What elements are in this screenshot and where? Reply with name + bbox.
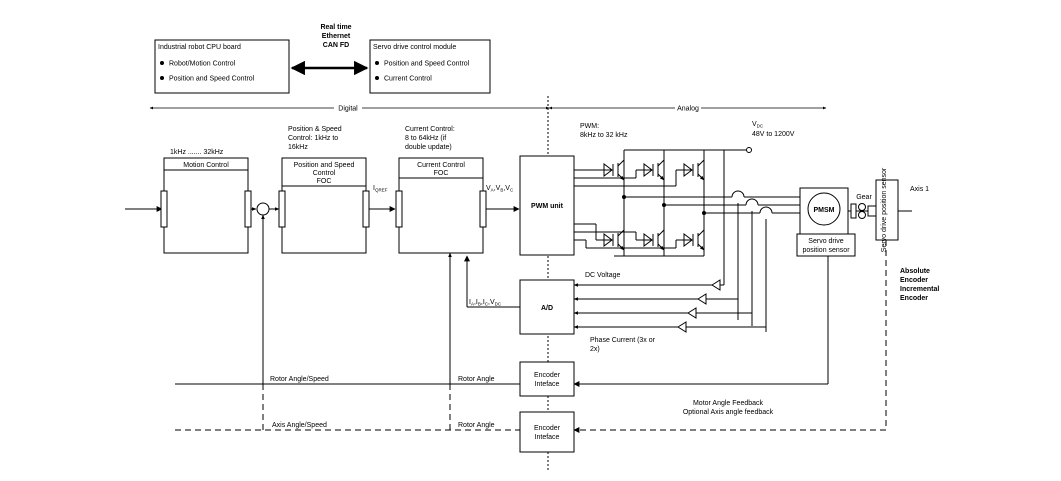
encoder1-line-2: Inteface — [535, 381, 560, 388]
vabc-label: VA,VB,VC — [486, 185, 514, 193]
encoder1-line-1: Encoder — [534, 372, 561, 379]
pwm-line-2: 8kHz to 32 kHz — [580, 132, 628, 139]
servo-module-item-1: Position and Speed Control — [384, 61, 470, 68]
sense-amplifiers — [573, 278, 767, 333]
switch-top-3 — [676, 159, 705, 181]
feedback-line-1: Motor Angle Feedback — [693, 400, 764, 407]
inverter-bridge — [574, 147, 805, 332]
current-control-block: Current Control FOC — [395, 157, 487, 254]
switch-top-2 — [636, 159, 665, 181]
encoder2-line-1: Encoder — [534, 425, 561, 432]
encoder-interface-1: Encoder Inteface — [519, 361, 575, 397]
network-line-1: Real time — [320, 24, 351, 31]
pwm-unit-label: PWM unit — [531, 203, 564, 210]
cpu-board-box: Industrial robot CPU board Robot/Motion … — [154, 39, 290, 94]
motion-control-title: Motion Control — [183, 162, 229, 169]
position-speed-desc-1: Position & Speed — [288, 126, 342, 133]
summing-junction — [256, 202, 270, 216]
motion-control-block: Motion Control — [160, 157, 252, 254]
cpu-board-item-2: Position and Speed Control — [169, 76, 255, 83]
position-speed-title-1: Position and Speed — [294, 162, 355, 169]
axis-sensor-label: Servo drive position sensor — [881, 167, 888, 252]
servo-position-sensor: Servo drive position sensor — [796, 233, 856, 257]
digital-range: Digital — [149, 103, 550, 113]
ad-converter-block: A/D — [519, 279, 575, 335]
pmsm-motor: PMSM — [799, 187, 849, 235]
position-speed-desc-3: 16kHz — [288, 144, 308, 151]
axis-angle-speed-label: Axis Angle/Speed — [272, 422, 327, 429]
axis-position-sensor: Servo drive position sensor — [875, 167, 899, 252]
position-speed-title-3: FOC — [317, 178, 332, 185]
current-control-title-1: Current Control — [417, 162, 465, 169]
switch-bottom-3 — [676, 229, 705, 251]
pwm-line-1: PWM: — [580, 123, 599, 130]
current-desc-1: Current Control: — [405, 126, 455, 133]
motion-freq: 1kHz ....... 32kHz — [170, 149, 224, 156]
phase-current-line-2: 2x) — [590, 346, 600, 353]
rotor-angle-speed-label: Rotor Angle/Speed — [270, 376, 329, 383]
encoder-interface-2: Encoder Inteface — [519, 411, 575, 453]
feedback-line-2: Optional Axis angle feedback — [683, 409, 774, 416]
iqref-label: IQREF — [373, 185, 388, 193]
iabc-label: IA,IB,IC,VDC — [469, 299, 502, 307]
network-label: Real time Ethernet CAN FD — [320, 24, 351, 49]
gear-label: Gear — [856, 194, 872, 201]
network-line-2: Ethernet — [322, 33, 351, 40]
axis-label: Axis 1 — [910, 186, 929, 193]
servo-module-title: Servo drive control module — [373, 44, 456, 51]
network-line-3: CAN FD — [323, 42, 349, 49]
position-speed-block: Position and Speed Control FOC — [278, 157, 370, 254]
dc-voltage-label: DC Voltage — [585, 272, 621, 279]
ad-label: A/D — [541, 305, 553, 312]
encoder-type-3: Incremental — [900, 286, 939, 293]
analog-range: Analog — [548, 103, 827, 113]
phase-current-line-1: Phase Current (3x or — [590, 337, 656, 344]
rotor-angle-label-2: Rotor Angle — [458, 422, 495, 429]
analog-label: Analog — [677, 106, 699, 113]
digital-label: Digital — [338, 106, 358, 113]
position-speed-desc-2: Control: 1kHz to — [288, 135, 338, 142]
servo-sensor-line-1: Servo drive — [808, 238, 844, 245]
encoder-type-2: Encoder — [900, 277, 928, 284]
switch-bottom-2 — [636, 229, 665, 251]
servo-sensor-line-2: position sensor — [802, 247, 850, 254]
switch-bottom-1 — [596, 229, 625, 251]
current-control-title-2: FOC — [434, 170, 449, 177]
switch-top-1 — [596, 159, 625, 181]
vdc-range: 48V to 1200V — [752, 131, 795, 138]
pwm-unit-block: PWM unit — [519, 155, 575, 256]
encoder-type-1: Absolute — [900, 268, 930, 275]
encoder-type-4: Encoder — [900, 295, 928, 302]
pmsm-label: PMSM — [814, 207, 835, 214]
servo-module-item-2: Current Control — [384, 76, 432, 83]
current-desc-2: 8 to 64kHz (if — [405, 135, 446, 142]
cpu-board-title: Industrial robot CPU board — [158, 44, 241, 51]
encoder2-line-2: Inteface — [535, 434, 560, 441]
rotor-angle-label-1: Rotor Angle — [458, 376, 495, 383]
position-speed-title-2: Control — [313, 170, 336, 177]
current-desc-3: double update) — [405, 144, 452, 151]
servo-module-box: Servo drive control module Position and … — [369, 39, 491, 94]
gear: Gear — [856, 194, 872, 219]
cpu-board-item-1: Robot/Motion Control — [169, 61, 236, 68]
vdc-label: VDC — [752, 121, 764, 129]
